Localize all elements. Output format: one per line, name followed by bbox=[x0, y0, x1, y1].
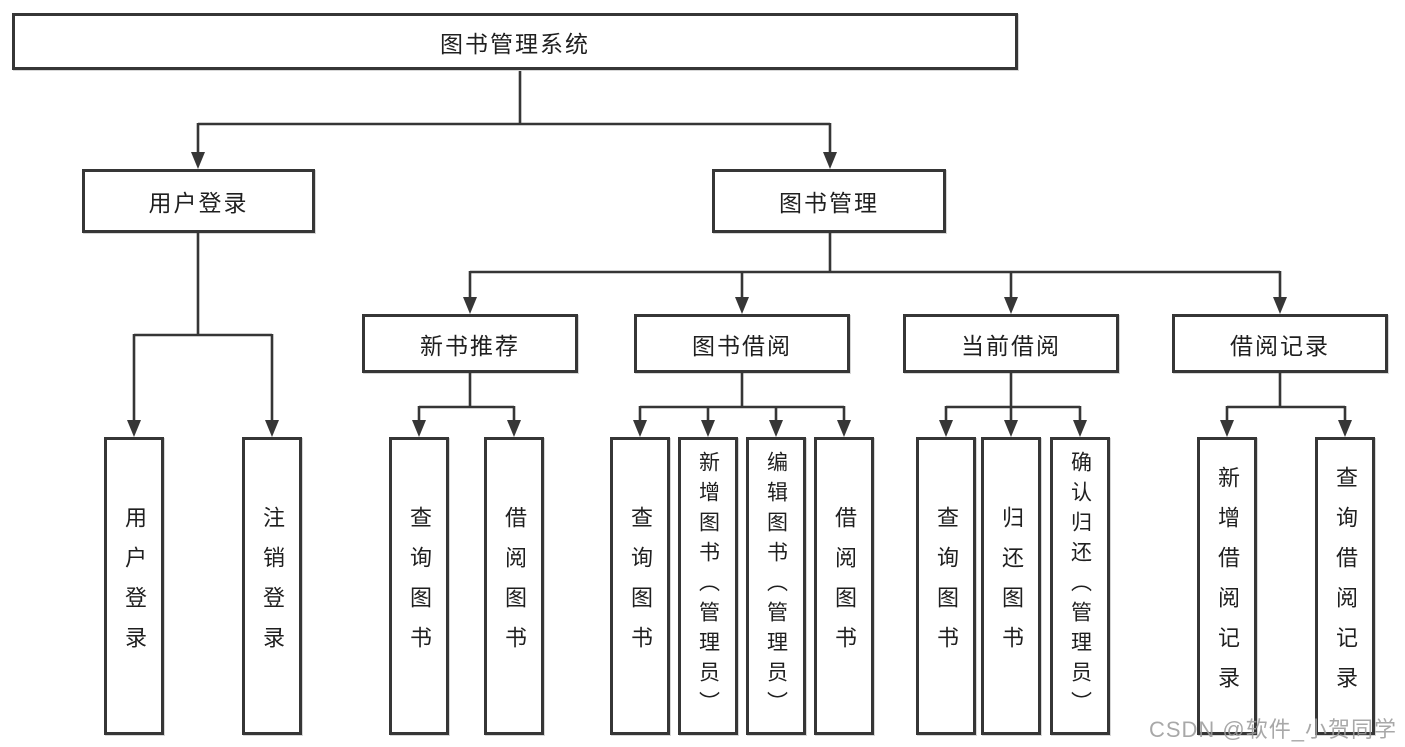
node-query-borrow-record: 查询借阅记录 bbox=[1315, 437, 1375, 735]
arrow-down-icon bbox=[735, 297, 749, 314]
arrow-down-icon bbox=[412, 420, 426, 437]
node-library-management-system: 图书管理系统 bbox=[12, 13, 1018, 70]
node-user-login: 用户登录 bbox=[82, 169, 315, 233]
node-current-borrowing: 当前借阅 bbox=[903, 314, 1119, 373]
arrow-down-icon bbox=[823, 152, 837, 169]
arrow-down-icon bbox=[837, 420, 851, 437]
node-book-borrowing: 图书借阅 bbox=[634, 314, 850, 373]
node-borrow-books-borrowing: 借阅图书 bbox=[814, 437, 874, 735]
node-add-book-admin: 新增图书（管理员） bbox=[678, 437, 738, 735]
node-user-login-leaf: 用户登录 bbox=[104, 437, 164, 735]
node-add-borrow-record: 新增借阅记录 bbox=[1197, 437, 1257, 735]
csdn-watermark: CSDN @软件_小贺同学 bbox=[1148, 717, 1397, 742]
arrow-down-icon bbox=[769, 420, 783, 437]
arrow-down-icon bbox=[1004, 297, 1018, 314]
arrow-down-icon bbox=[1220, 420, 1234, 437]
arrow-down-icon bbox=[191, 152, 205, 169]
arrow-down-icon bbox=[1004, 420, 1018, 437]
arrow-down-icon bbox=[1273, 297, 1287, 314]
node-edit-book-admin: 编辑图书（管理员） bbox=[746, 437, 806, 735]
arrow-down-icon bbox=[939, 420, 953, 437]
node-borrow-books-recommend: 借阅图书 bbox=[484, 437, 544, 735]
node-query-books-borrowing: 查询图书 bbox=[610, 437, 670, 735]
node-borrowing-records: 借阅记录 bbox=[1172, 314, 1388, 373]
node-query-books-current: 查询图书 bbox=[916, 437, 976, 735]
arrow-down-icon bbox=[507, 420, 521, 437]
arrow-down-icon bbox=[633, 420, 647, 437]
node-return-book: 归还图书 bbox=[981, 437, 1041, 735]
arrow-down-icon bbox=[265, 420, 279, 437]
arrow-down-icon bbox=[127, 420, 141, 437]
node-query-books-recommend: 查询图书 bbox=[389, 437, 449, 735]
arrow-down-icon bbox=[1338, 420, 1352, 437]
node-logout: 注销登录 bbox=[242, 437, 302, 735]
node-new-book-recommendation: 新书推荐 bbox=[362, 314, 578, 373]
node-book-management: 图书管理 bbox=[712, 169, 946, 233]
arrow-down-icon bbox=[701, 420, 715, 437]
arrow-down-icon bbox=[463, 297, 477, 314]
arrow-down-icon bbox=[1073, 420, 1087, 437]
node-confirm-return-admin: 确认归还（管理员） bbox=[1050, 437, 1110, 735]
